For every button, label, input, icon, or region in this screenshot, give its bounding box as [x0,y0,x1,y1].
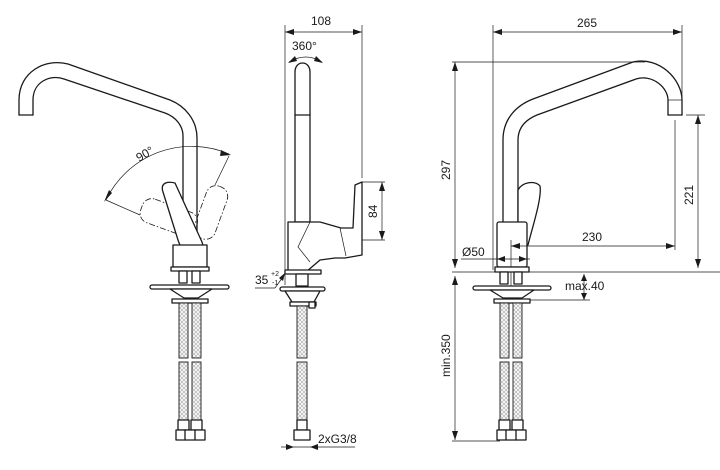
hose-front-left [499,302,510,359]
hose-length-dimension: min.350 [439,334,453,377]
reach-dimension: 230 [582,230,602,244]
hose-right [191,302,202,359]
lever-height-dimension: 84 [366,204,380,218]
rotation-arc [105,145,230,201]
hose-side [296,305,308,359]
hose-left [178,302,189,359]
connection-label: 2xG3/8 [318,432,357,446]
spout-outline [18,62,198,271]
view-lever-rotation: 90° [18,62,231,441]
hose-front-right [512,302,523,359]
diameter-dimension: Ø50 [462,245,485,259]
depth-dimension: 108 [311,14,331,28]
swivel-label: 360° [292,39,317,53]
spout-inner [32,76,184,251]
rotation-angle-label: 90° [134,143,157,164]
deck-thickness-dimension: 35 [255,273,269,287]
tolerance-plus: +2 [271,271,279,278]
view-dimensions: 265 297 221 230 Ø50 [439,16,720,442]
view-side: 108 360° 84 35 +2 -1 [255,14,385,450]
tolerance-minus: -1 [272,280,278,287]
lever-ghost-right [193,185,229,240]
max-deck-dimension: max.40 [565,279,605,293]
width-dimension: 265 [577,16,597,30]
spout-front-inner [517,77,669,223]
spout-front [502,60,683,223]
spout-side [294,62,311,223]
lever-ghost-left [139,198,198,237]
height-dimension: 297 [439,160,453,180]
spout-height-dimension: 221 [682,185,696,205]
